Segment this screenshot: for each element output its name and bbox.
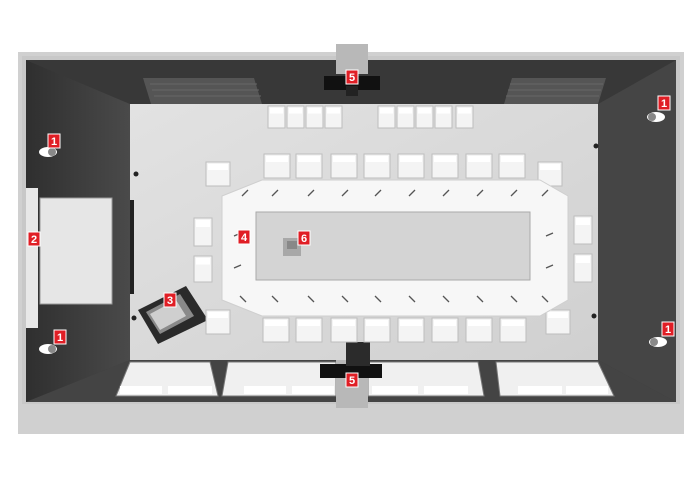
projection-screen xyxy=(39,197,113,305)
wall-display-bar xyxy=(130,200,134,294)
mic-bottom-9 xyxy=(510,295,518,303)
mic-top-1 xyxy=(241,189,249,197)
bottom-camera-stand xyxy=(346,342,370,366)
top-pillar xyxy=(336,44,368,74)
marker-4-table-microphone-label: 4 xyxy=(241,232,248,244)
mic-side-2 xyxy=(233,264,242,269)
center-device-top xyxy=(287,241,297,249)
chair-corner-top-left xyxy=(205,161,231,187)
chair-back-row-2 xyxy=(286,105,305,129)
chair-bottom-row-7 xyxy=(465,317,493,343)
chair-bottom-row-1 xyxy=(262,317,290,343)
mic-top-9 xyxy=(510,189,518,197)
marker-layer: 1 1 1 1 2 3 4 5 5 6 xyxy=(27,69,675,388)
wall-sensors xyxy=(131,143,599,321)
right-wall xyxy=(598,60,676,402)
mic-top-2 xyxy=(271,189,279,197)
speaker-bottom-right xyxy=(649,337,667,347)
screen-frame xyxy=(26,188,38,328)
chair-bottom-row-3 xyxy=(330,317,358,343)
table-inner-well xyxy=(255,211,531,281)
top-camera-lens xyxy=(346,86,358,96)
mic-top-6 xyxy=(408,189,416,197)
chair-back-row-5 xyxy=(377,105,396,129)
marker-5-top-camera-label: 5 xyxy=(349,72,355,84)
bottom-window-panes xyxy=(120,386,608,394)
top-vent-right xyxy=(504,78,606,104)
marker-3-control-desk: 3 xyxy=(163,292,177,308)
mic-top-4 xyxy=(341,189,349,197)
mic-top-7 xyxy=(442,189,450,197)
marker-2-projection-screen-label: 2 xyxy=(31,234,37,246)
chair-top-row-2 xyxy=(295,153,323,179)
marker-1-top-left-speaker-label: 1 xyxy=(51,136,57,148)
chair-back-row-1 xyxy=(267,105,286,129)
control-desk xyxy=(138,286,208,344)
marker-1-bottom-right-speaker-label: 1 xyxy=(665,324,671,336)
mic-bottom-2 xyxy=(271,295,279,303)
mic-top-5 xyxy=(374,189,382,197)
speaker-bottom-left xyxy=(39,344,57,354)
chair-top-row-4 xyxy=(363,153,391,179)
mic-top-10 xyxy=(541,189,549,197)
mic-side-4 xyxy=(545,264,554,269)
chair-back-row-8 xyxy=(434,105,453,129)
mic-bottom-5 xyxy=(374,295,382,303)
marker-5-bottom-camera-label: 5 xyxy=(349,375,355,387)
mic-top-3 xyxy=(307,189,315,197)
chair-top-row-7 xyxy=(465,153,493,179)
chair-top-row-8 xyxy=(498,153,526,179)
marker-1-top-right-speaker-label: 1 xyxy=(661,98,667,110)
marker-6-center-device: 6 xyxy=(297,230,311,246)
chair-back-row-4 xyxy=(324,105,343,129)
marker-5-bottom-camera: 5 xyxy=(345,372,359,388)
chairs-group xyxy=(193,105,593,343)
mic-bottom-6 xyxy=(408,295,416,303)
mic-top-8 xyxy=(476,189,484,197)
chair-top-row-1 xyxy=(263,153,291,179)
speaker-top-right xyxy=(647,112,665,122)
chair-left-1 xyxy=(193,217,213,247)
top-vent-left xyxy=(143,78,262,104)
marker-1-bottom-left-speaker: 1 xyxy=(53,329,67,345)
chair-back-row-9 xyxy=(455,105,474,129)
chair-bottom-row-4 xyxy=(363,317,391,343)
mic-bottom-1 xyxy=(239,295,247,303)
marker-1-bottom-right-speaker: 1 xyxy=(661,321,675,337)
marker-6-center-device-label: 6 xyxy=(301,233,307,245)
chair-top-row-3 xyxy=(330,153,358,179)
marker-2-projection-screen: 2 xyxy=(27,231,41,247)
marker-1-top-right-speaker: 1 xyxy=(657,95,671,111)
speaker-top-left xyxy=(39,147,57,157)
chair-bottom-row-5 xyxy=(397,317,425,343)
chair-corner-bottom-right xyxy=(545,309,571,335)
chair-back-row-7 xyxy=(415,105,434,129)
marker-5-top-camera: 5 xyxy=(345,69,359,85)
chair-right-1 xyxy=(573,215,593,245)
mic-bottom-8 xyxy=(476,295,484,303)
mic-bottom-7 xyxy=(442,295,450,303)
chair-bottom-row-8 xyxy=(499,317,527,343)
conference-table xyxy=(221,179,569,317)
marker-3-control-desk-label: 3 xyxy=(167,295,173,307)
chair-right-2 xyxy=(573,253,593,283)
mic-bottom-3 xyxy=(307,295,315,303)
chair-back-row-3 xyxy=(305,105,324,129)
chair-back-row-6 xyxy=(396,105,415,129)
chair-corner-bottom-left xyxy=(205,309,231,335)
chair-top-row-5 xyxy=(397,153,425,179)
mic-side-3 xyxy=(545,232,554,237)
marker-1-bottom-left-speaker-label: 1 xyxy=(57,332,63,344)
mic-bottom-4 xyxy=(341,295,349,303)
chair-bottom-row-6 xyxy=(431,317,459,343)
bottom-camera xyxy=(320,364,382,378)
chair-left-2 xyxy=(193,255,213,283)
marker-1-top-left-speaker: 1 xyxy=(47,133,61,149)
mic-bottom-10 xyxy=(541,295,549,303)
chair-bottom-row-2 xyxy=(295,317,323,343)
marker-4-table-microphone: 4 xyxy=(237,229,251,245)
chair-top-row-6 xyxy=(431,153,459,179)
